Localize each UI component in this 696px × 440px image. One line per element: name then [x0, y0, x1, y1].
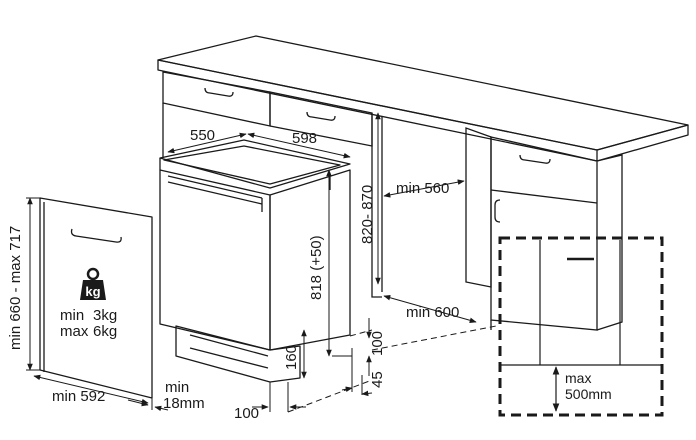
dim-160: 160: [283, 345, 300, 370]
dim-min-560: min 560: [396, 180, 449, 197]
max-gap-value: 500mm: [565, 386, 612, 402]
dim-18mm: 18mm: [163, 395, 205, 412]
weight-icon: [80, 267, 106, 300]
max-gap-zone: [498, 236, 664, 417]
dim-818: 818 (+50): [308, 235, 325, 300]
dim-598: 598: [292, 130, 317, 147]
weight-max-label: max: [60, 323, 89, 340]
dim-820-870: 820- 870: [359, 185, 376, 244]
weight-min-value: 3kg: [93, 307, 117, 324]
dim-100-vertical: 100: [369, 331, 386, 356]
dim-min-592: min 592: [52, 388, 105, 405]
dim-550: 550: [190, 127, 215, 144]
dimension-lines: [26, 112, 497, 413]
dim-45: 45: [369, 371, 386, 388]
upper-cabinet-drawers: [162, 71, 383, 298]
dim-100-horizontal: 100: [234, 405, 259, 422]
max-gap-label: max: [565, 370, 591, 386]
weight-unit-label: kg: [85, 284, 100, 299]
dim-min-600: min 600: [406, 304, 459, 321]
weight-min-label: min: [60, 307, 84, 324]
kitchen-worktop: [157, 35, 689, 162]
dim-panel-height: min 660 - max 717: [7, 226, 24, 350]
dim-min-label: min: [165, 379, 189, 396]
weight-max-value: 6kg: [93, 323, 117, 340]
right-cabinet: [465, 127, 623, 331]
